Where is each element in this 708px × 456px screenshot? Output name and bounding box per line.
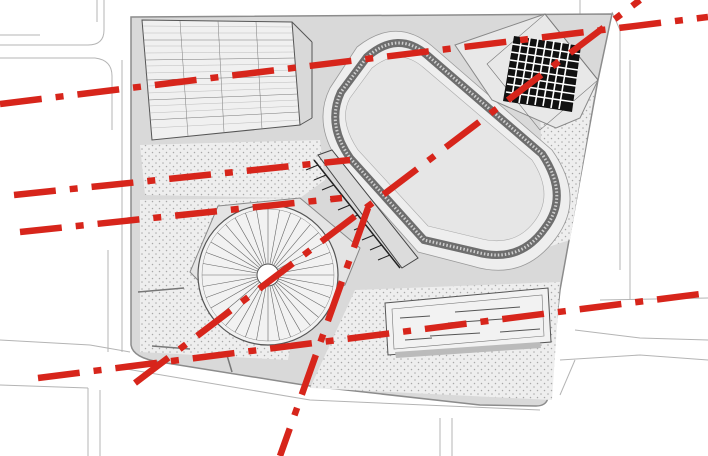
dome-rib [245,285,265,338]
dome-rib [205,278,258,298]
dome-rib [234,217,263,266]
circular-dome [189,197,361,346]
dome-rib [256,209,267,265]
dome-rib [210,280,259,309]
axis-line [276,206,372,456]
dome-rib [245,212,265,265]
dome-rib [271,285,291,338]
axis-line [0,13,708,108]
dome-rib [234,284,263,333]
dome-rib [276,281,319,318]
axis-line [13,156,351,199]
dome-rib [278,278,331,298]
dome-rib [274,283,311,326]
dome-rib [217,232,260,269]
axis-line [133,0,642,386]
playing-field [345,56,545,241]
dome-rib [278,276,334,287]
dome-rib [269,209,280,265]
dome-rib [277,280,326,309]
axis-line [19,194,343,236]
dome-rib [276,232,319,269]
dome-rib [256,285,267,341]
dome-rib [273,284,302,333]
dome-rib [273,217,302,266]
long-rectangular-building [384,287,552,358]
axis-line [37,289,708,382]
dome-rib [271,212,291,265]
dome-rib [205,252,258,272]
dome-rib [202,263,258,274]
dome-rib [225,283,262,326]
dome-rib [269,285,280,341]
dome-rib [278,263,334,274]
dome-rib [225,224,262,267]
dome-rib [202,276,258,287]
dome-rib [274,224,311,267]
grid-building [141,19,313,141]
dome-rib [210,241,259,270]
